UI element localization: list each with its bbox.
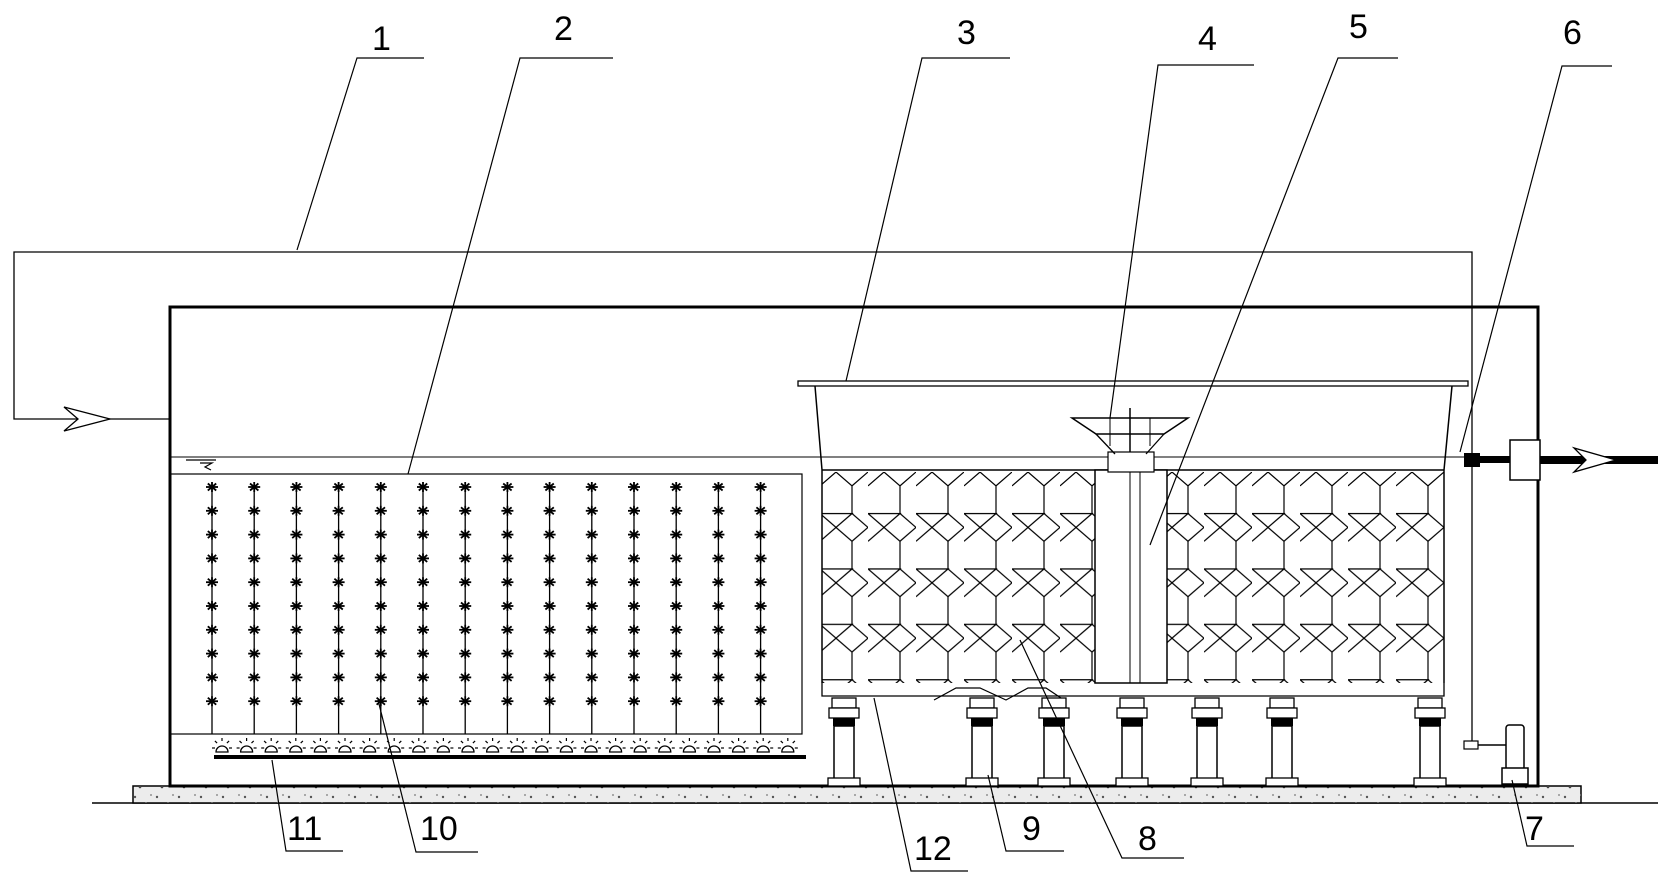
callout-11: 11	[287, 810, 322, 848]
callout-5: 5	[1349, 8, 1368, 46]
callout-10: 10	[420, 810, 458, 848]
support-legs	[827, 697, 1447, 787]
rotating-distributor	[1069, 408, 1191, 455]
aerator	[704, 738, 724, 753]
callout-1: 1	[372, 20, 391, 58]
callout-8: 8	[1138, 820, 1157, 858]
settling-tank	[797, 380, 1469, 701]
aerator-row	[212, 738, 798, 753]
aerator	[531, 738, 552, 753]
aerator	[630, 738, 651, 753]
support-leg	[1413, 697, 1447, 787]
aerator	[581, 738, 601, 753]
aerator	[482, 738, 503, 753]
callout-3: 3	[957, 14, 976, 52]
outlet-arrow	[1571, 446, 1619, 474]
support-leg	[965, 697, 999, 787]
support-leg	[1037, 697, 1071, 787]
aerator	[433, 738, 454, 753]
callout-7: 7	[1525, 810, 1544, 848]
media-column	[417, 482, 429, 734]
aerator	[507, 738, 528, 753]
ground-slab	[92, 785, 1658, 804]
return-pipe	[13, 251, 1473, 745]
outlet-pipe	[1464, 439, 1658, 481]
support-leg	[1265, 697, 1299, 787]
aerator	[212, 738, 232, 753]
aerator	[285, 738, 306, 753]
aerator	[236, 738, 257, 753]
aerator	[458, 738, 478, 753]
aerator	[728, 738, 749, 753]
media-column	[628, 482, 640, 734]
aerator	[777, 738, 798, 753]
media-column	[459, 482, 472, 734]
sludge-hoppers	[933, 687, 1065, 701]
media-column	[501, 482, 514, 734]
callout-labels: 1 2 3 4 5 6 7 8 9 10 11 12	[287, 8, 1582, 868]
media-column	[585, 482, 598, 734]
biofilm-zone	[169, 473, 806, 759]
support-leg	[1190, 697, 1224, 787]
callout-6: 6	[1563, 14, 1582, 52]
callout-12: 12	[914, 830, 952, 868]
media-column	[206, 482, 218, 734]
support-leg	[827, 697, 861, 787]
water-level-symbol	[186, 459, 216, 471]
media-column	[332, 482, 345, 734]
callout-4: 4	[1198, 20, 1217, 58]
aerator	[310, 738, 331, 753]
inlet-arrow	[63, 406, 113, 432]
media-column	[754, 482, 767, 734]
callout-2: 2	[554, 10, 573, 48]
aerator	[261, 738, 282, 753]
aerator	[605, 738, 626, 753]
media-column	[670, 482, 683, 734]
aerator	[753, 738, 774, 753]
media-column	[543, 482, 556, 734]
leader-lines	[271, 57, 1612, 872]
media-column	[712, 482, 725, 734]
media-column	[248, 482, 261, 734]
aerator	[556, 738, 577, 753]
aerator	[654, 738, 675, 753]
submersible-pump	[1463, 724, 1529, 785]
support-leg	[1115, 697, 1149, 787]
aerator	[335, 738, 355, 753]
media-column	[290, 482, 303, 734]
callout-9: 9	[1022, 810, 1041, 848]
central-column	[1094, 469, 1168, 684]
aerator	[679, 738, 700, 753]
biofilm-media-columns	[206, 482, 767, 734]
media-column	[374, 482, 387, 734]
aerator	[384, 738, 405, 753]
aerator	[359, 738, 380, 753]
aerator	[408, 738, 429, 753]
